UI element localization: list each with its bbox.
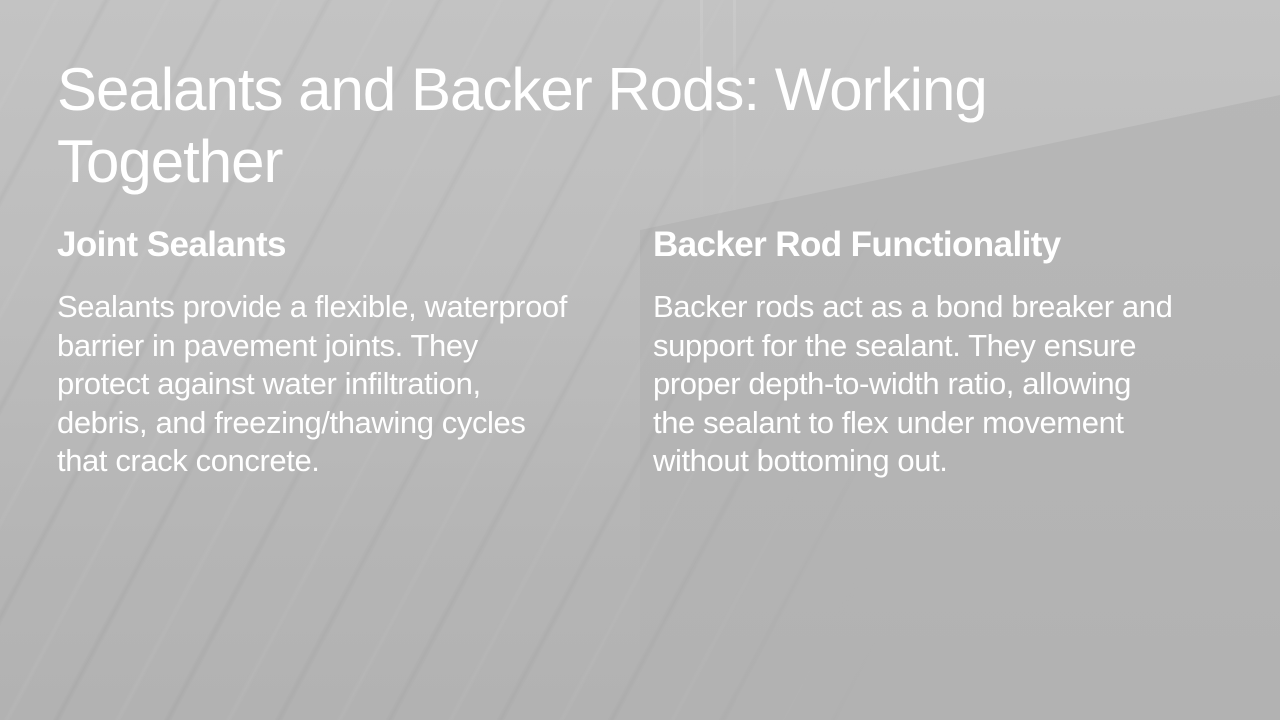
section-heading: Joint Sealants (57, 225, 287, 264)
backer-rod-section: Backer Rod Functionality Backer rods act… (653, 222, 1173, 481)
section-body: Backer rods act as a bond breaker and su… (653, 289, 1173, 478)
section-heading: Backer Rod Functionality (653, 225, 1061, 264)
joint-sealants-section: Joint Sealants Sealants provide a flexib… (57, 222, 577, 481)
slide-title: Sealants and Backer Rods: Working Togeth… (57, 56, 988, 195)
section-body: Sealants provide a flexible, waterproof … (57, 289, 567, 478)
